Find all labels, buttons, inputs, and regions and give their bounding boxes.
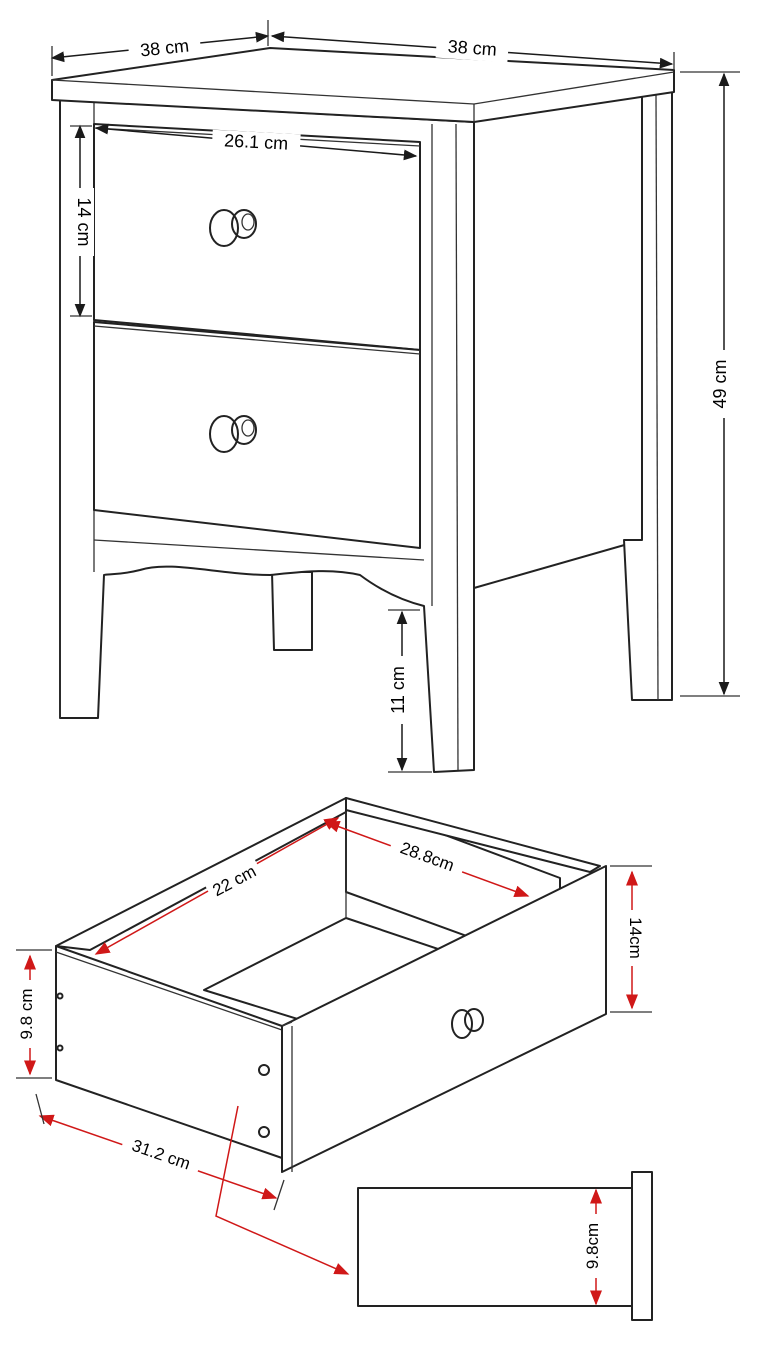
drawer-height-label: 14 cm	[74, 197, 94, 246]
back-leg	[271, 571, 313, 651]
drawer-cross-section: 9.8cm	[357, 1171, 653, 1321]
drawer-front-panel	[281, 865, 607, 1173]
leg-height-label: 11 cm	[388, 666, 408, 714]
drawer-left-side	[55, 797, 347, 951]
detail-height-label: 9.8cm	[583, 1223, 602, 1269]
side-height-label: 9.8 cm	[17, 988, 36, 1039]
nightstand-dimensions: 38 cm 38 cm 26.1 cm 14 cm 49 cm 11 cm	[50, 20, 740, 773]
drawer-drawing	[55, 797, 607, 1173]
side-panel	[473, 95, 643, 589]
bottom-drawer-knob	[209, 415, 257, 453]
top-drawer-front	[93, 123, 421, 351]
top-drawer-knob	[209, 209, 257, 247]
total-height-label: 49 cm	[710, 359, 730, 408]
bottom-drawer-front	[93, 321, 421, 549]
front-height-label: 14cm	[626, 917, 645, 959]
drawer-front-width-label: 26.1 cm	[224, 130, 289, 153]
drawer-knob	[451, 1008, 484, 1039]
side-length-label: 31.2 cm	[129, 1136, 192, 1174]
nightstand-drawing	[51, 47, 675, 773]
cross-section-front	[631, 1171, 653, 1321]
width-right-label: 38 cm	[447, 36, 497, 59]
